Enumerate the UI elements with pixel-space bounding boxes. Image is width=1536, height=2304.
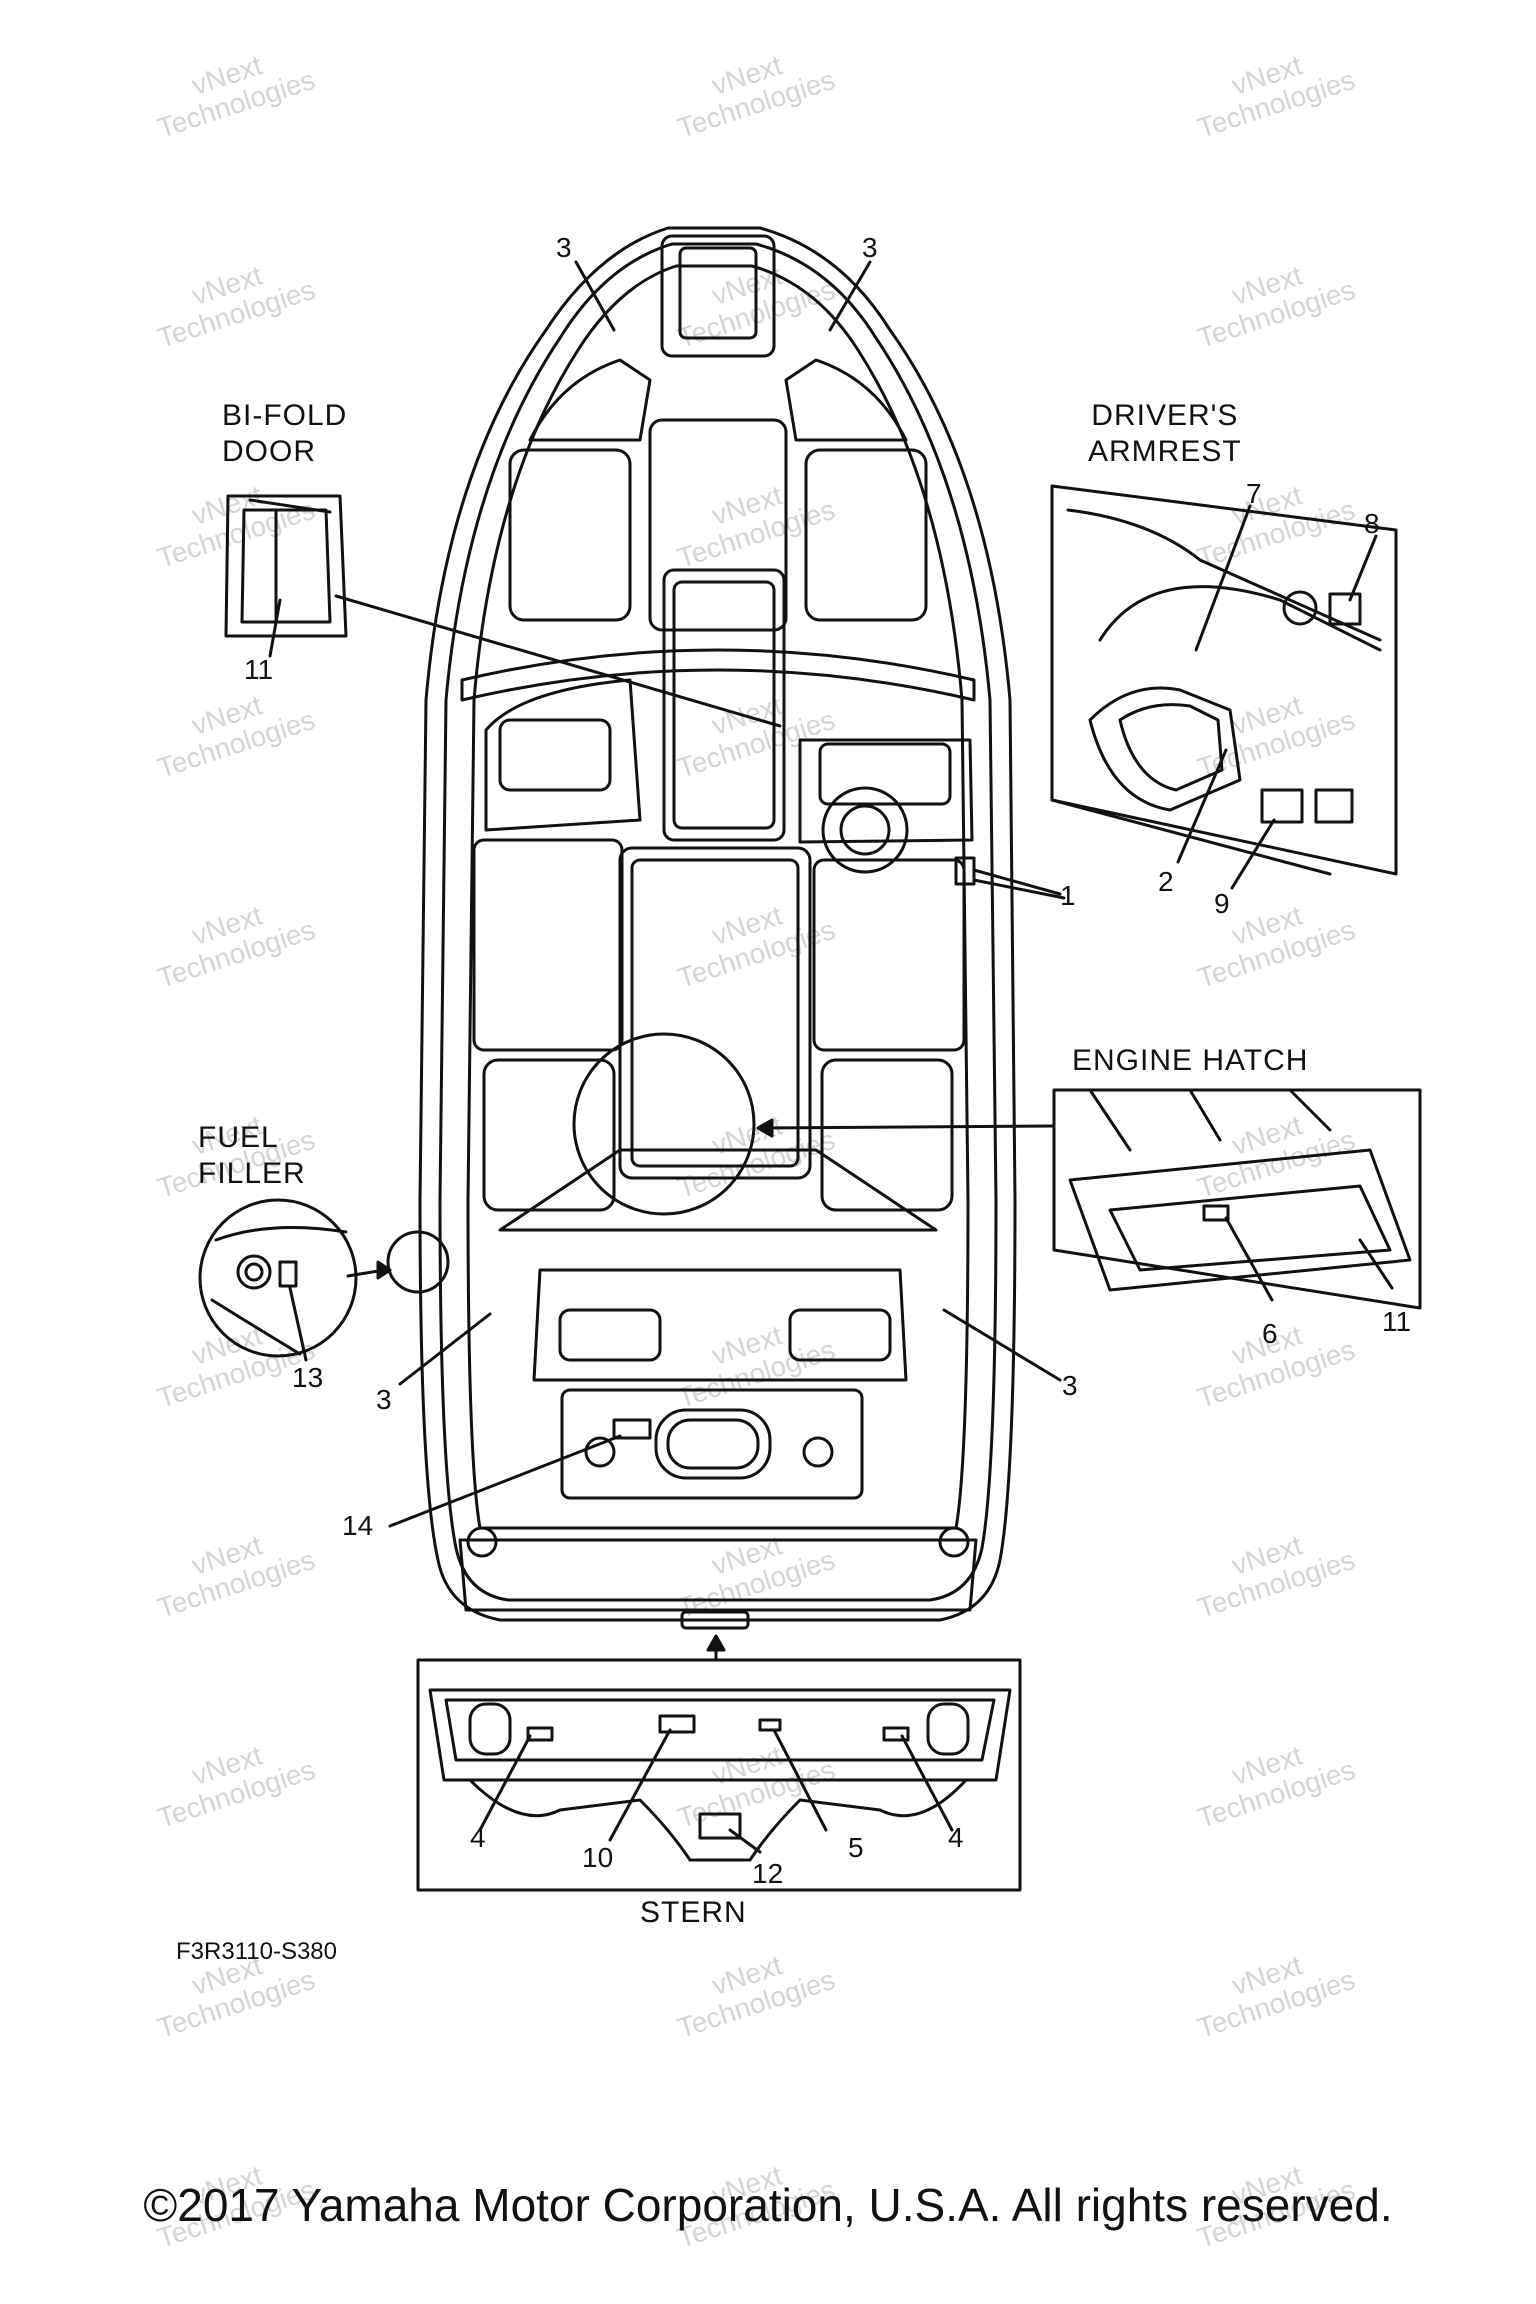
engine-cover (560, 1388, 864, 1500)
leader-6 (1224, 1216, 1274, 1302)
leader-3-top-left (574, 260, 616, 332)
copyright-notice: ©2017 Yamaha Motor Corporation, U.S.A. A… (143, 2179, 1393, 2231)
callout-3-bottom-right: 3 (1062, 1370, 1078, 1401)
engine-hatch-inset (1052, 1088, 1422, 1310)
transom (458, 1538, 978, 1612)
callout-6: 6 (1262, 1318, 1278, 1349)
port-glovebox (498, 718, 612, 792)
decal-4-right-marker (882, 1726, 910, 1742)
decal-6-marker (1202, 1204, 1230, 1222)
helm-dash (818, 742, 952, 806)
aft-sunpad-right (788, 1308, 892, 1362)
port-console (484, 678, 642, 832)
bow-cushion-right (804, 448, 928, 622)
leader-4-left (478, 1734, 532, 1832)
hull-inner-outline (438, 242, 998, 1602)
decal-12-marker (698, 1812, 742, 1840)
decal-9-marker (1260, 788, 1304, 824)
bi-fold-door-inset (224, 494, 348, 638)
decal-4-left-marker (526, 1726, 554, 1742)
callout-12: 12 (752, 1858, 784, 1889)
leader-bi-fold (334, 594, 782, 728)
callout-14: 14 (342, 1510, 374, 1541)
center-floor-hatch (618, 846, 812, 1180)
leader-8 (1348, 534, 1378, 602)
decal-10-marker (658, 1714, 696, 1734)
leader-13 (288, 1286, 308, 1362)
stern-inset (416, 1634, 1022, 1892)
callout-1: 1 (1060, 880, 1076, 911)
decal-14-marker (612, 1418, 652, 1440)
engine-hatch-label: ENGINE HATCH (1072, 1044, 1309, 1077)
decal-5-marker (758, 1718, 782, 1732)
windshield (460, 648, 976, 702)
callout-13: 13 (292, 1362, 324, 1393)
callout-4-left: 4 (470, 1822, 486, 1853)
fuel-filler-target-circle (386, 1230, 450, 1294)
center-hatch-fwd (662, 568, 786, 842)
leader-5 (772, 1728, 828, 1832)
engine-cover-grill (654, 1408, 772, 1480)
decal-8-marker (1328, 592, 1362, 626)
leader-3-bottom-right (942, 1308, 1062, 1382)
helm-console (798, 738, 974, 844)
leader-9 (1230, 818, 1276, 890)
bow-locker-inner (678, 246, 758, 340)
callout-9: 9 (1214, 888, 1230, 919)
fuel-filler-inset (198, 1198, 358, 1358)
callout-11-hatch: 11 (1382, 1306, 1412, 1337)
aft-sunpad-left (558, 1308, 662, 1362)
center-floor-hatch-inner (630, 858, 800, 1168)
leader-armrest-1 (972, 868, 1062, 896)
leader-11-door (268, 598, 282, 658)
aft-seat-left (482, 1058, 616, 1212)
gunwale-line (466, 264, 970, 1530)
callout-8: 8 (1364, 508, 1380, 539)
bow-seat-right (784, 358, 908, 442)
leader-1 (972, 878, 1066, 900)
bow-cushion-left (508, 448, 632, 622)
leader-12 (728, 1828, 762, 1854)
leader-engine-hatch (758, 1124, 1056, 1130)
part-code: F3R3110-S380 (176, 1938, 337, 1965)
center-hatch-fwd-inner (672, 580, 776, 830)
hull-outline (418, 226, 1017, 1622)
leader-3-top-right (828, 260, 872, 332)
bow-center-walkway (648, 418, 788, 632)
decal-13-marker (278, 1260, 298, 1288)
leader-14 (388, 1434, 622, 1528)
drivers-armrest-inset (1050, 484, 1398, 876)
callout-3-bottom-left: 3 (376, 1384, 392, 1415)
stern-cleat (680, 1610, 750, 1630)
aft-seat-right (820, 1058, 954, 1212)
callout-10: 10 (582, 1842, 614, 1873)
leader-2 (1176, 748, 1228, 864)
aft-sunpad (532, 1268, 908, 1382)
engine-hatch-zoom-circle (572, 1032, 756, 1216)
cockpit-aft-wall (498, 1148, 938, 1232)
callout-11-door: 11 (244, 654, 274, 685)
stern-label: STERN (640, 1896, 747, 1929)
bow-locker (660, 234, 776, 358)
bow-seat-left (528, 358, 652, 442)
cockpit-floor (472, 838, 624, 1052)
callout-4-right: 4 (948, 1822, 964, 1853)
callout-2: 2 (1158, 866, 1174, 897)
leader-10 (608, 1728, 672, 1842)
callout-3-top-left: 3 (556, 232, 572, 263)
leader-7 (1194, 504, 1252, 652)
callout-3-top-right: 3 (862, 232, 878, 263)
steering-wheel (821, 786, 909, 874)
leader-3-bottom-left (398, 1312, 492, 1386)
callout-7: 7 (1246, 478, 1262, 509)
callout-5: 5 (848, 1832, 864, 1863)
cockpit-floor-right (812, 858, 966, 1052)
leader-4-right (900, 1734, 954, 1832)
leader-11-hatch (1358, 1238, 1394, 1290)
